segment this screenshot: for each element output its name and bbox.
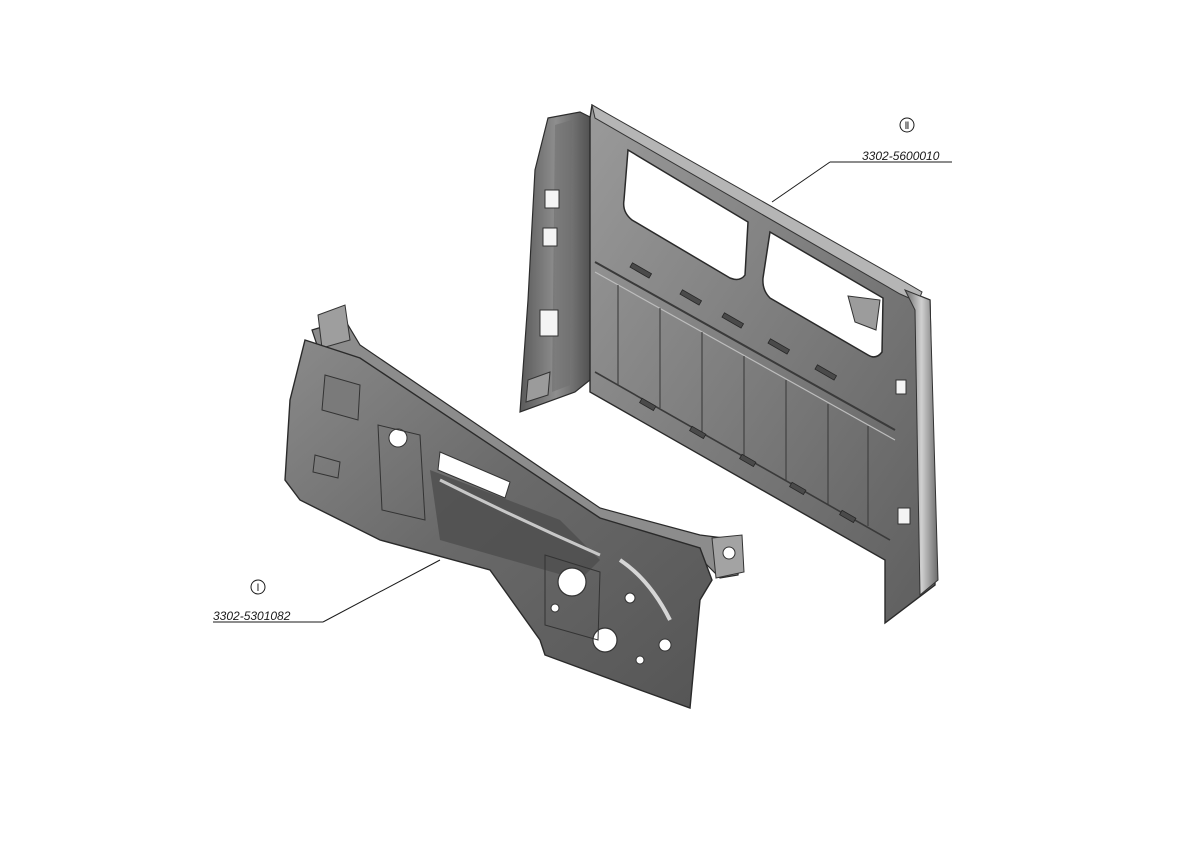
window-left <box>622 148 749 281</box>
rear-partition-panel <box>519 103 939 625</box>
callout-marker-1-label: Ⅰ <box>257 583 260 594</box>
callout-marker-2 <box>899 117 915 133</box>
leader-line-1-diagonal <box>322 559 441 623</box>
dash-panel <box>284 304 745 709</box>
callout-marker-2-label: Ⅱ <box>905 121 910 132</box>
callout-part-2: Ⅱ 3302-5600010 <box>771 117 952 203</box>
callout-marker-1 <box>250 579 266 595</box>
window-right <box>762 230 884 358</box>
callout-part-1: Ⅰ 3302-5301082 <box>213 559 441 623</box>
part-number-2: 3302-5600010 <box>862 149 940 163</box>
part-number-1: 3302-5301082 <box>213 609 291 623</box>
leader-line-2-diagonal <box>771 161 831 203</box>
